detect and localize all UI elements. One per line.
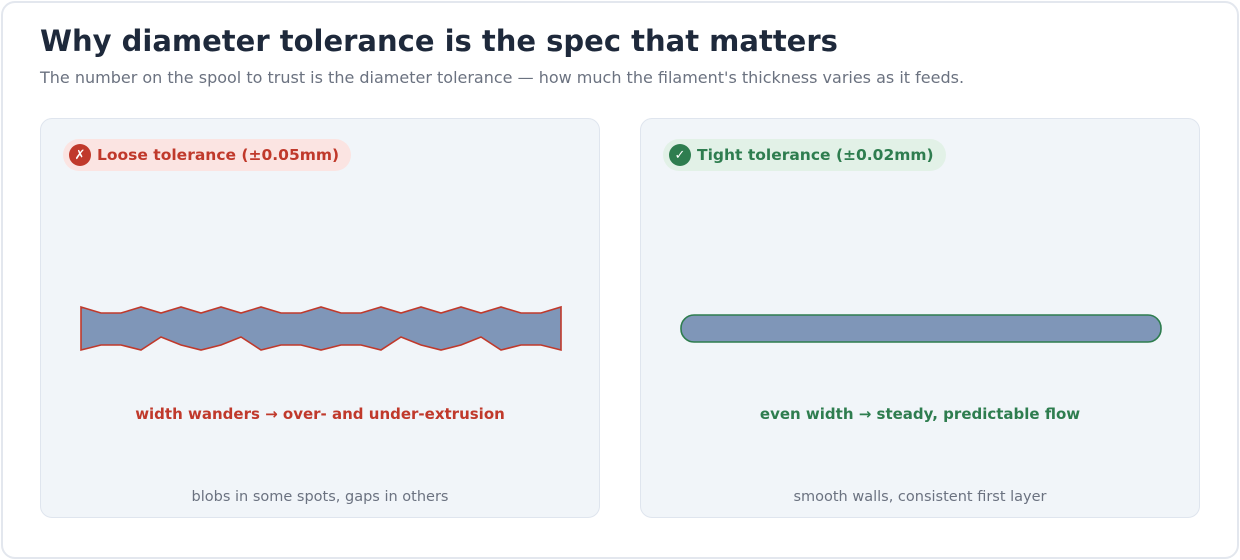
even-filament-strand xyxy=(680,314,1162,343)
tight-tolerance-note: smooth walls, consistent first layer xyxy=(793,489,1047,505)
page-subtitle: The number on the spool to trust is the … xyxy=(40,68,965,87)
page-title: Why diameter tolerance is the spec that … xyxy=(40,24,838,58)
loose-tolerance-caption: width wanders → over- and under-extrusio… xyxy=(135,405,505,423)
even-filament-shape xyxy=(680,314,1162,343)
loose-tolerance-badge: ✗ Loose tolerance (±0.05mm) xyxy=(63,139,352,171)
tight-tolerance-panel: ✓ Tight tolerance (±0.02mm) even width →… xyxy=(640,118,1200,518)
tight-tolerance-label: Tight tolerance (±0.02mm) xyxy=(697,146,934,164)
loose-tolerance-label: Loose tolerance (±0.05mm) xyxy=(97,146,340,164)
loose-tolerance-panel: ✗ Loose tolerance (±0.05mm) width wander… xyxy=(40,118,600,518)
check-mark-icon: ✓ xyxy=(669,144,691,166)
cross-mark-icon: ✗ xyxy=(69,144,91,166)
loose-tolerance-note: blobs in some spots, gaps in others xyxy=(191,489,449,505)
uneven-filament-shape xyxy=(80,305,562,352)
uneven-filament-strand xyxy=(80,305,562,352)
tight-tolerance-caption: even width → steady, predictable flow xyxy=(759,405,1081,423)
tight-tolerance-badge: ✓ Tight tolerance (±0.02mm) xyxy=(663,139,946,171)
